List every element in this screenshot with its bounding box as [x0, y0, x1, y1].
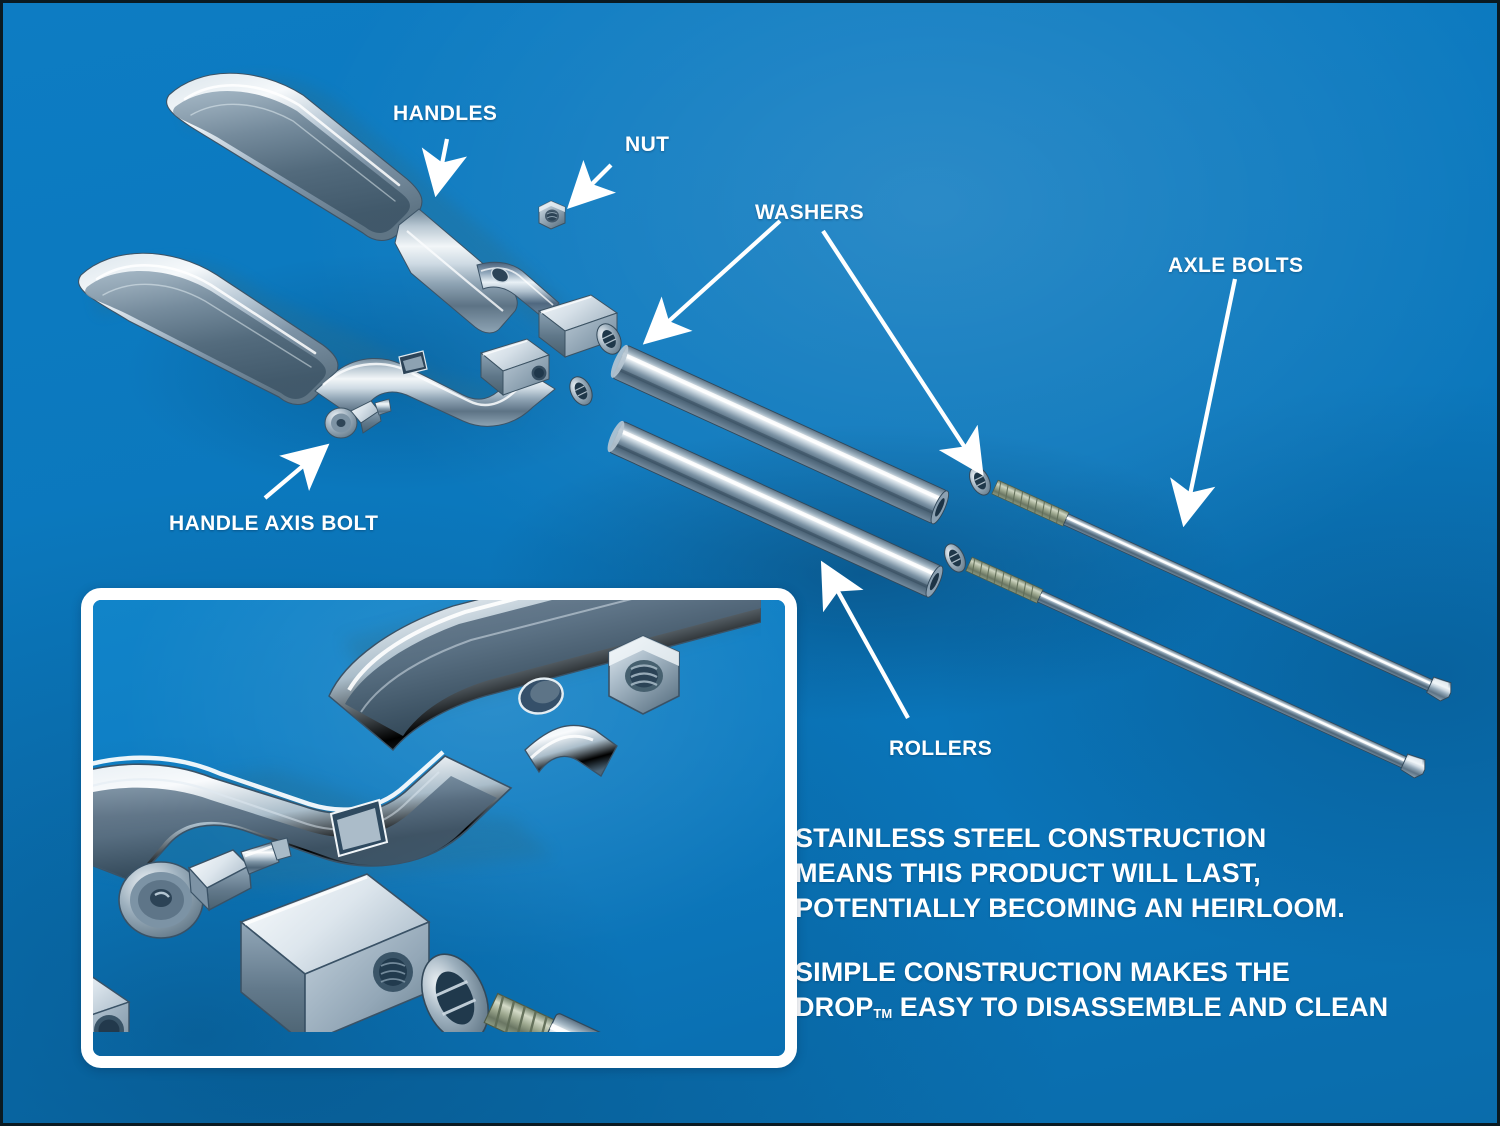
detail-inset-illustration	[93, 600, 761, 1032]
lower-connector-block	[479, 338, 551, 397]
washer-upper	[596, 323, 622, 355]
paragraph-2-line-2: DROPTM EASY TO DISASSEMBLE AND CLEAN	[795, 990, 1388, 1029]
detail-inset-panel	[81, 588, 797, 1068]
detail-inset-background	[93, 600, 785, 1056]
inset-bolt-roller-upper	[483, 992, 738, 1032]
callout-label-nut: NUT	[625, 133, 670, 156]
paragraph-2-rest: EASY TO DISASSEMBLE AND CLEAN	[892, 992, 1389, 1022]
callout-label-rollers: ROLLERS	[889, 737, 993, 760]
axle-bolt-lower	[965, 556, 1426, 779]
washer-lower	[569, 376, 593, 406]
paragraph-1-line-2: MEANS THIS PRODUCT WILL LAST,	[795, 858, 1261, 888]
inset-nut	[608, 635, 680, 715]
paragraph-1-line-3: POTENTIALLY BECOMING AN HEIRLOOM.	[795, 893, 1345, 923]
washer-axle-lower	[944, 543, 966, 573]
callout-label-handles: HANDLES	[393, 102, 498, 125]
trademark-symbol: TM	[873, 1006, 893, 1021]
inset-partial-block	[93, 976, 131, 1032]
washer-axle-upper	[969, 466, 991, 496]
callout-label-washers: WASHERS	[755, 201, 864, 224]
inset-connector-block	[239, 873, 431, 1032]
upper-handle-pivot-hole	[490, 267, 510, 283]
paragraph-1-line-1: STAINLESS STEEL CONSTRUCTION	[795, 823, 1267, 853]
lower-handle-arm	[314, 357, 556, 427]
marketing-paragraph-2: SIMPLE CONSTRUCTION MAKES THE DROPTM EAS…	[795, 955, 1388, 1029]
handle-axis-bolt-part	[324, 398, 392, 439]
main-assembly-illustration	[78, 72, 1452, 779]
inset-washer-upper	[421, 953, 489, 1032]
axle-bolt-upper	[991, 479, 1452, 702]
callout-label-handle-axis-bolt: HANDLE AXIS BOLT	[169, 512, 379, 535]
brand-name: DROP	[795, 992, 874, 1022]
nut-part	[538, 200, 566, 230]
blue-backdrop: HANDLES NUT WASHERS AXLE BOLTS HANDLE AX…	[3, 3, 1497, 1123]
roller-lower	[607, 420, 944, 598]
inset-handle-axis-bolt	[118, 837, 292, 939]
callout-label-axle-bolts: AXLE BOLTS	[1168, 254, 1304, 277]
marketing-paragraph-1: STAINLESS STEEL CONSTRUCTION MEANS THIS …	[795, 821, 1345, 926]
paragraph-2-line-1: SIMPLE CONSTRUCTION MAKES THE	[795, 957, 1290, 987]
